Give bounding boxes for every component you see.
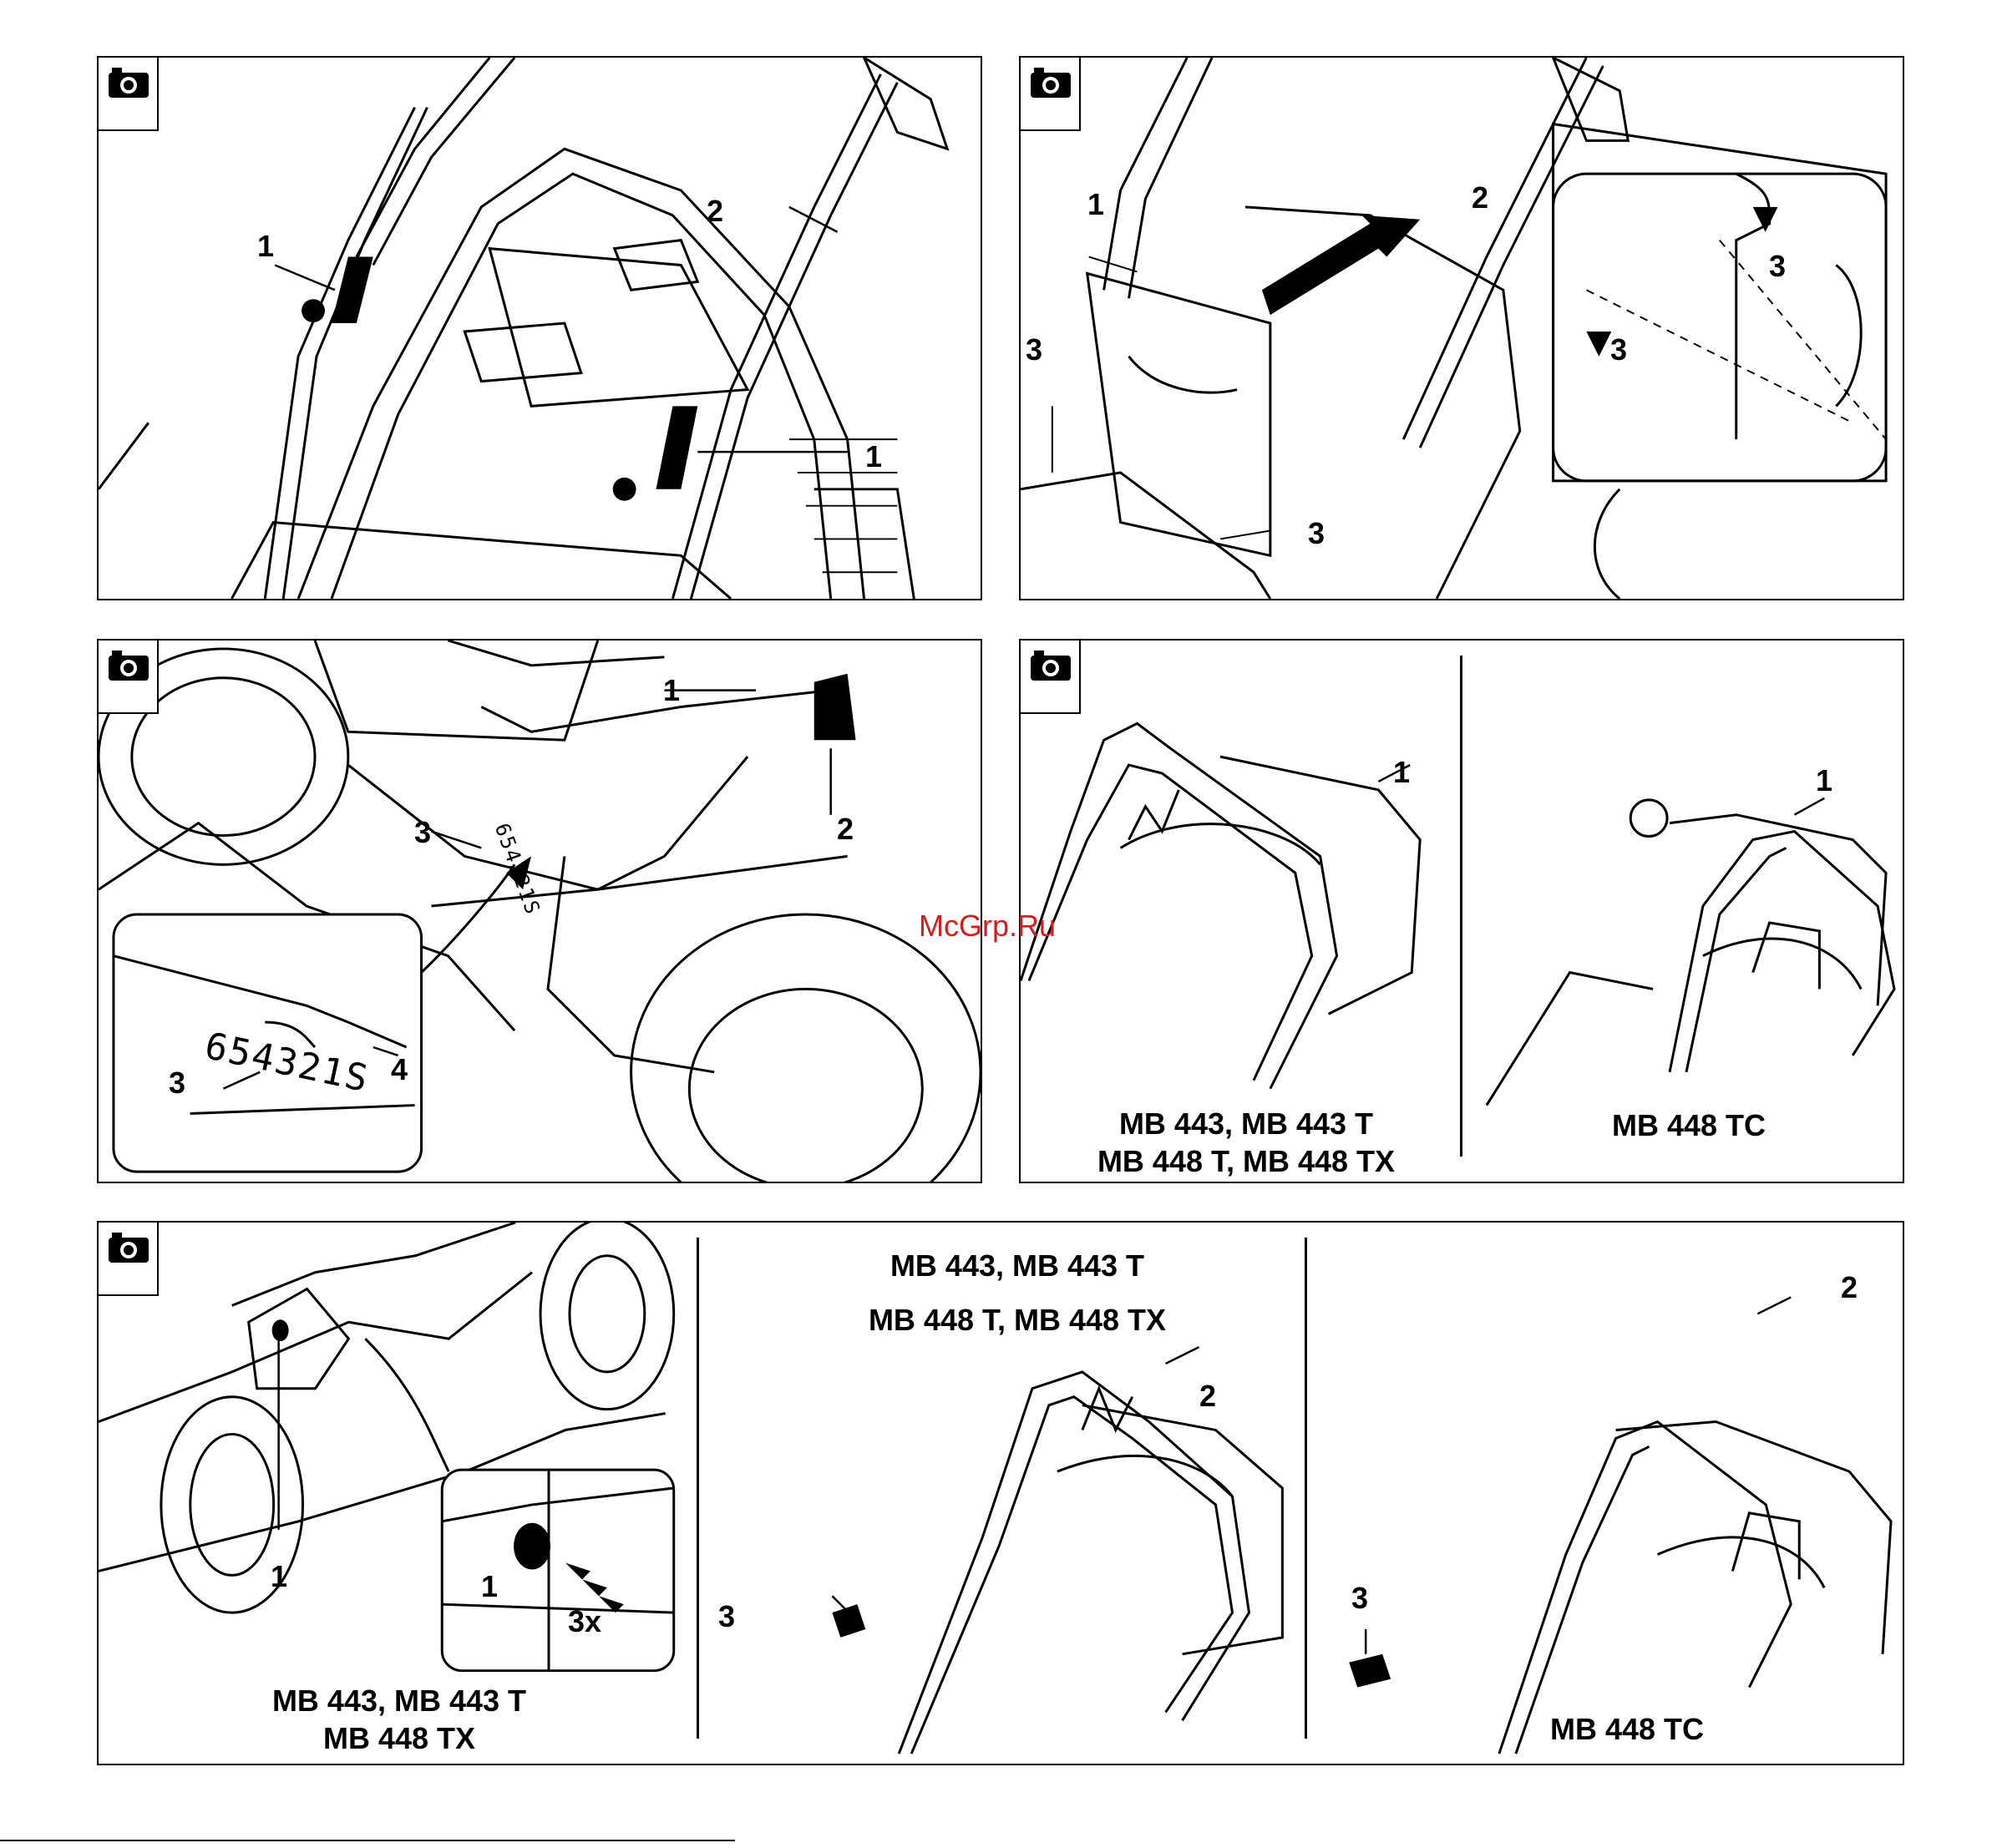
callout-3d: 3: [1610, 335, 1627, 365]
callout-3a: 3: [1026, 335, 1042, 365]
callout-2a: 2: [1199, 1381, 1216, 1411]
caption-model-right: MB 448 TC: [1472, 1106, 1904, 1144]
watermark: McGrp.Ru: [919, 909, 1056, 944]
callout-2: 2: [837, 814, 854, 844]
callout-3c: 3: [1769, 251, 1786, 281]
caption-line: MB 448 T, MB 448 TX: [783, 1294, 1251, 1348]
callout-1: 1: [663, 676, 680, 706]
camera-box: [99, 58, 159, 131]
footer-rule: [0, 1840, 735, 1841]
callout-3b: 3: [169, 1068, 185, 1098]
callout-1: 1: [257, 231, 274, 261]
panel-cutting-height: 654321S 654321S 1 2 3 3 4: [97, 639, 982, 1183]
callout-1a: 1: [1393, 757, 1410, 787]
callout-1a: 1: [271, 1562, 287, 1592]
camera-icon: [107, 649, 150, 682]
callout-1b: 1: [481, 1572, 498, 1602]
callout-3a: 3: [414, 818, 431, 848]
caption-model-right: MB 448 TC: [1452, 1710, 1802, 1748]
camera-icon: [107, 66, 150, 99]
callout-3x: 3x: [568, 1607, 601, 1637]
grass-box-illustration: [1021, 58, 1903, 599]
panel-handle-levers: 1 2 1: [97, 56, 982, 600]
camera-box: [99, 1223, 159, 1296]
camera-box: [99, 640, 159, 714]
mower-top-illustration: [99, 58, 981, 599]
callout-3a: 3: [718, 1602, 735, 1632]
callout-1: 1: [1087, 190, 1104, 220]
camera-icon: [1029, 649, 1072, 682]
camera-icon: [107, 1231, 150, 1264]
panel-grass-box: 1 2 3 3 3 3: [1019, 56, 1904, 600]
camera-icon: [1029, 66, 1072, 99]
callout-3b: 3: [1308, 519, 1325, 549]
callout-2: 2: [707, 196, 723, 226]
caption-line: MB 448 T, MB 448 TX: [1037, 1142, 1455, 1180]
caption-line: MB 443, MB 443 T: [1037, 1105, 1455, 1142]
callout-1b: 1: [1816, 766, 1832, 796]
caption-models-middle: MB 443, MB 443 T MB 448 T, MB 448 TX: [783, 1239, 1251, 1348]
callout-3b: 3: [1351, 1583, 1368, 1613]
camera-box: [1021, 58, 1081, 131]
caption-models-left: MB 443, MB 443 T MB 448 T, MB 448 TX: [1037, 1105, 1455, 1180]
panel-divider-1: [697, 1238, 699, 1739]
callout-2: 2: [1472, 183, 1488, 213]
caption-models-left: MB 443, MB 443 T MB 448 TX: [182, 1682, 616, 1757]
callout-1b: 1: [865, 442, 882, 472]
caption-line: MB 443, MB 443 T: [182, 1682, 616, 1719]
callout-4: 4: [391, 1055, 408, 1085]
camera-box: [1021, 640, 1081, 714]
panel-brake-bar: 1 1 MB 443, MB 443 T MB 448 T, MB 448 TX…: [1019, 639, 1904, 1183]
panel-engine-start: 1 1 3x 2 3 2 3 MB 443, MB 443 T MB 448 T…: [97, 1221, 1904, 1765]
panel-divider-2: [1305, 1238, 1307, 1739]
callout-2b: 2: [1841, 1273, 1858, 1303]
caption-line: MB 448 TX: [182, 1719, 616, 1757]
panel-divider: [1460, 656, 1462, 1157]
caption-line: MB 443, MB 443 T: [783, 1239, 1251, 1294]
